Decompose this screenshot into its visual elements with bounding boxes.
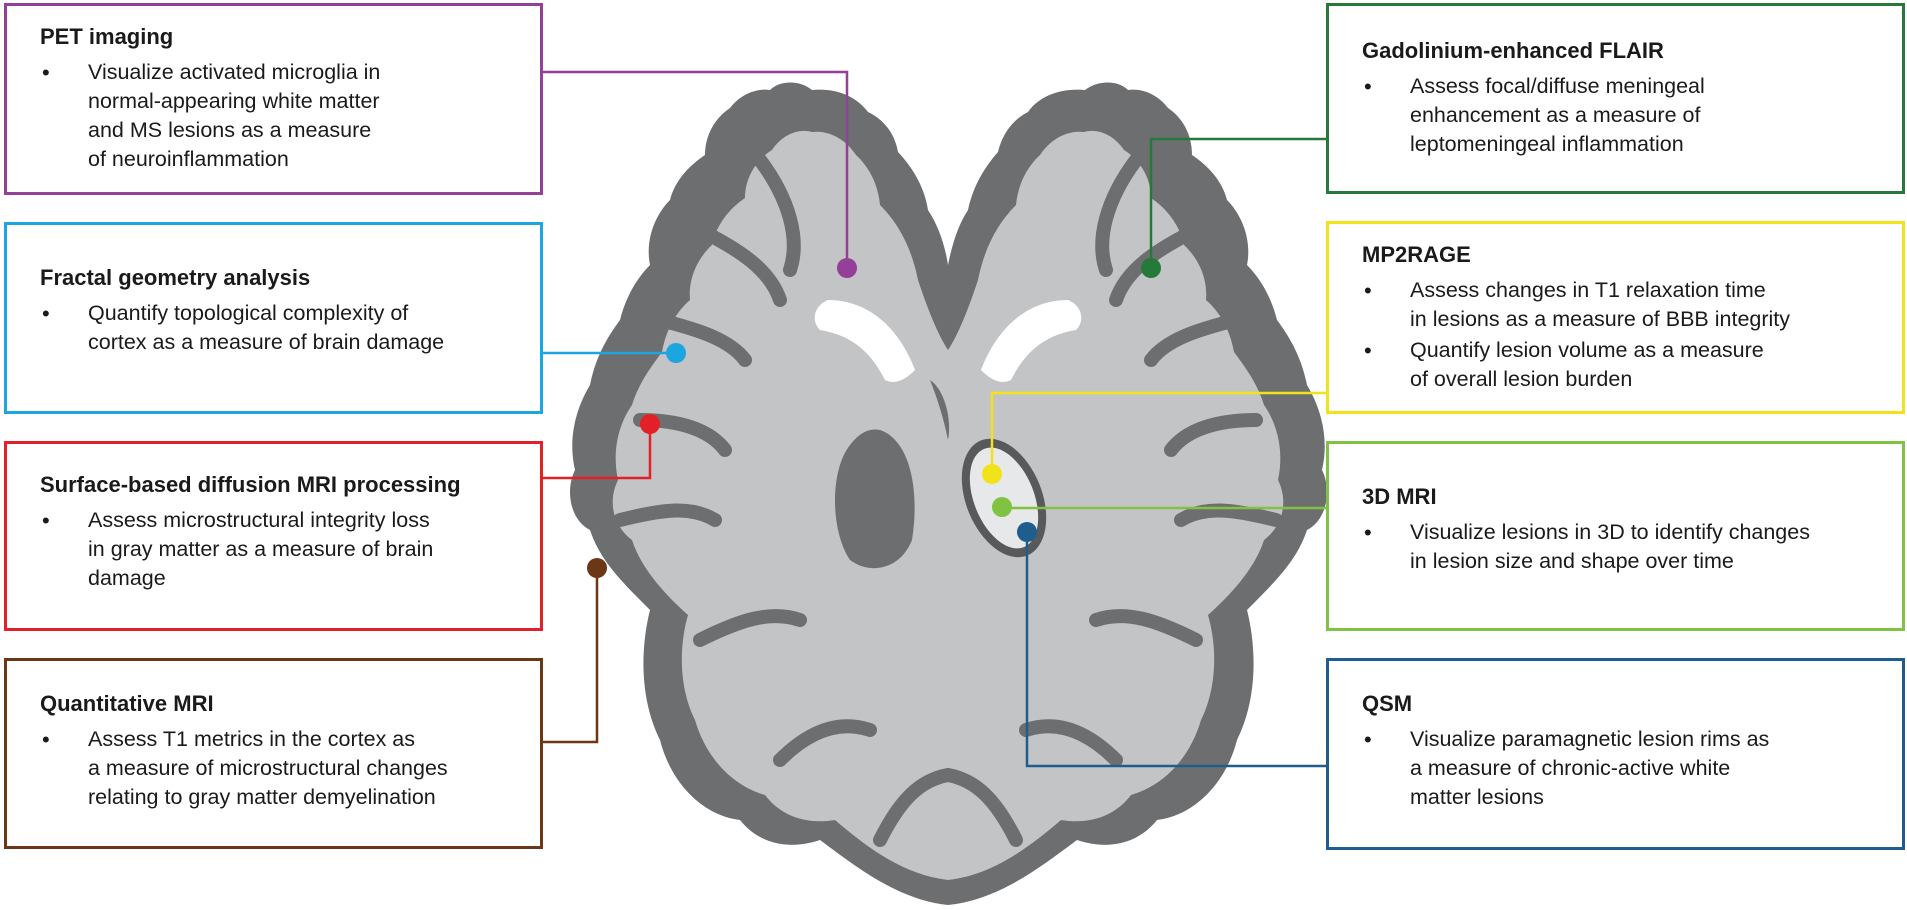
quantitative-mri-box: Quantitative MRI Assess T1 metrics in th… (4, 658, 543, 849)
connector-lines (543, 70, 1326, 768)
dot-fractal (666, 343, 686, 363)
bullet-list: Assess T1 metrics in the cortex as a mea… (40, 725, 516, 812)
thalamus-region (930, 380, 950, 440)
box-title: Fractal geometry analysis (40, 265, 311, 290)
bullet-list: Quantify topological complexity of corte… (40, 299, 516, 357)
bullet-item: Quantify lesion volume as a measure of o… (1362, 336, 1878, 394)
bullet-list: Visualize activated microglia in normal-… (40, 58, 516, 174)
bullet-item: Visualize paramagnetic lesion rims as a … (1362, 725, 1878, 812)
bullet-list: Visualize lesions in 3D to identify chan… (1362, 518, 1878, 576)
bullet-list: Assess microstructural integrity loss in… (40, 506, 516, 593)
bullet-item: Assess microstructural integrity loss in… (40, 506, 516, 593)
connector-pet (543, 70, 849, 268)
ventricle-right (981, 300, 1082, 382)
bullet-item: Visualize lesions in 3D to identify chan… (1362, 518, 1878, 576)
bullet-list: Visualize paramagnetic lesion rims as a … (1362, 725, 1878, 812)
marker-dots (587, 258, 1161, 578)
bullet-item: Visualize activated microglia in normal-… (40, 58, 516, 174)
connector-surface (543, 424, 652, 480)
box-title: 3D MRI (1362, 484, 1437, 509)
connector-gad (1149, 137, 1326, 268)
brain-illustration (570, 82, 1327, 905)
fractal-geometry-box: Fractal geometry analysis Quantify topol… (4, 222, 543, 414)
dot-quant (587, 558, 607, 578)
surface-diffusion-box: Surface-based diffusion MRI processing A… (4, 441, 543, 631)
bullet-list: Assess changes in T1 relaxation time in … (1362, 276, 1878, 394)
bullet-item: Assess changes in T1 relaxation time in … (1362, 276, 1878, 334)
box-title: QSM (1362, 691, 1413, 716)
connector-mp2 (990, 391, 1326, 474)
box-title: Quantitative MRI (40, 691, 214, 716)
dot-surface (640, 414, 660, 434)
connector-quant (543, 568, 599, 744)
bullet-item: Assess focal/diffuse meningeal enhanceme… (1362, 72, 1878, 159)
box-title: PET imaging (40, 24, 174, 49)
bullet-item: Assess T1 metrics in the cortex as a mea… (40, 725, 516, 812)
basal-ganglia-left (835, 429, 915, 569)
dot-mp2 (982, 464, 1002, 484)
3d-mri-box: 3D MRI Visualize lesions in 3D to identi… (1326, 441, 1905, 631)
white-matter (612, 130, 1284, 880)
box-title: Surface-based diffusion MRI processing (40, 472, 461, 497)
pet-imaging-box: PET imaging Visualize activated microgli… (4, 3, 543, 195)
box-title: MP2RAGE (1362, 242, 1471, 267)
dot-qsm (1017, 522, 1037, 542)
bullet-item: Quantify topological complexity of corte… (40, 299, 516, 357)
bullet-list: Assess focal/diffuse meningeal enhanceme… (1362, 72, 1878, 159)
dot-pet (837, 258, 857, 278)
dot-3d (992, 497, 1012, 517)
gadolinium-flair-box: Gadolinium-enhanced FLAIR Assess focal/d… (1326, 3, 1905, 194)
box-title: Gadolinium-enhanced FLAIR (1362, 38, 1664, 63)
mp2rage-box: MP2RAGE Assess changes in T1 relaxation … (1326, 221, 1905, 414)
ventricle-left (814, 300, 915, 382)
connector-qsm (1025, 532, 1326, 768)
qsm-box: QSM Visualize paramagnetic lesion rims a… (1326, 658, 1905, 850)
dot-gad (1141, 258, 1161, 278)
